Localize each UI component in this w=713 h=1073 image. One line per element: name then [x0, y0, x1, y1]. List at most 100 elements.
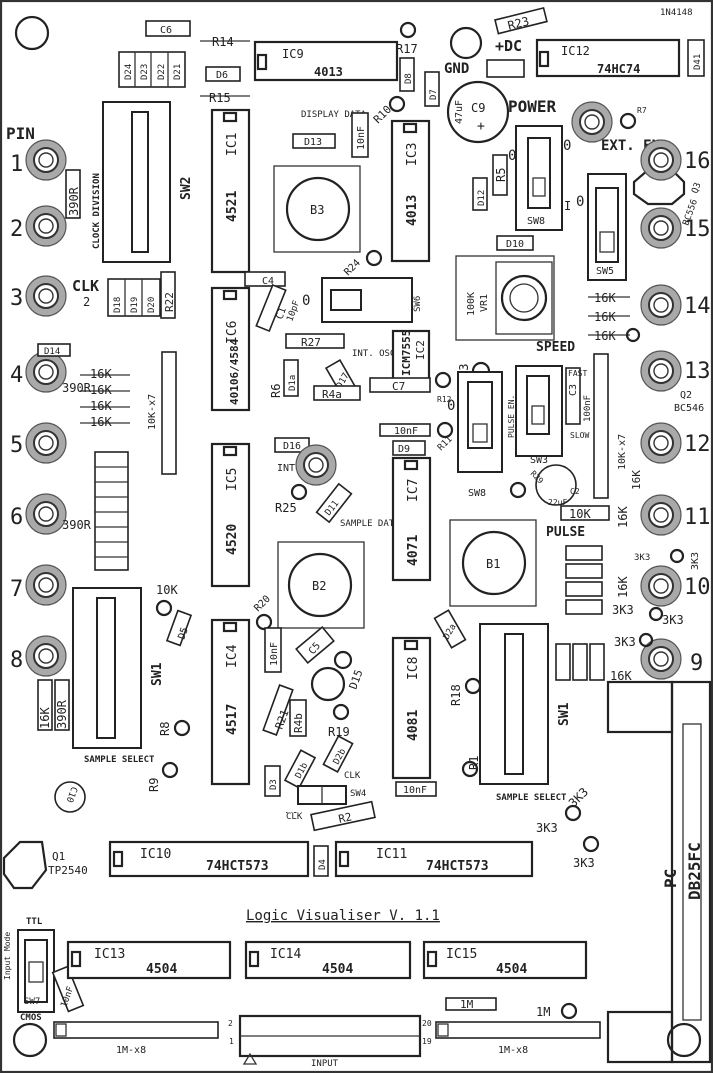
resistor-r27: R27 [285, 333, 345, 349]
diode-d12: D12 [472, 177, 488, 211]
led-13-14: 16K Q2 BC546 [630, 390, 704, 490]
svg-text:3K3: 3K3 [612, 603, 634, 617]
svg-text:13: 13 [684, 359, 711, 384]
svg-text:3K3: 3K3 [536, 821, 558, 835]
svg-text:D1a: D1a [288, 375, 298, 391]
resistor-r15: R15 [200, 91, 250, 105]
svg-text:74HCT573: 74HCT573 [206, 859, 269, 874]
svg-text:IC1: IC1 [225, 133, 240, 156]
svg-text:B1: B1 [486, 557, 500, 571]
svg-text:0: 0 [508, 148, 516, 164]
ic8: IC8 4081 [391, 636, 432, 780]
svg-text:40106/4584: 40106/4584 [228, 338, 241, 405]
diode-d15: D15 [310, 650, 366, 702]
svg-text:SAMPLE SELECT: SAMPLE SELECT [84, 755, 155, 765]
pin-header: PIN [6, 124, 35, 143]
svg-text:4504: 4504 [146, 962, 177, 977]
svg-text:0: 0 [576, 194, 584, 210]
resistor-r4b: R4b [289, 699, 307, 737]
svg-text:R2: R2 [337, 810, 353, 825]
diode-d3: D3 [264, 765, 281, 797]
resistor-r1: R1 [461, 756, 481, 778]
pulse-label: PULSE [546, 525, 585, 540]
svg-text:390R: 390R [55, 699, 69, 729]
resistor-network-10k-left: 10K-x7 [147, 351, 177, 475]
switch-sw3: SW3 PULSE EN. [507, 365, 563, 466]
switch-sw4: SW4 CLK [286, 785, 366, 822]
svg-text:3K3: 3K3 [662, 613, 684, 627]
svg-text:D21: D21 [173, 64, 183, 80]
svg-text:D22: D22 [157, 64, 167, 80]
svg-text:390R: 390R [62, 381, 92, 395]
svg-text:Q3: Q3 [690, 181, 703, 195]
svg-text:10K-x7: 10K-x7 [147, 394, 158, 430]
led-int-osc: INT. OSC. [277, 444, 337, 486]
diode-d9: D9 [392, 440, 426, 456]
svg-text:2: 2 [228, 1019, 233, 1028]
resistor-r14: R14 [200, 35, 250, 49]
capacitor-c2: C2 22uF R29 [509, 464, 580, 507]
ic15: IC15 4504 [422, 940, 588, 980]
capacitor-10nf-e: 10nF [51, 965, 85, 1013]
svg-text:10nF: 10nF [403, 785, 427, 796]
svg-text:Q1: Q1 [52, 850, 65, 863]
diode-d7: D7 [424, 71, 440, 107]
svg-text:R27: R27 [301, 336, 321, 349]
svg-text:D7: D7 [429, 89, 439, 100]
left-leds: 1 2 3 4 5 6 7 8 [10, 152, 23, 673]
clk-2-label: CLK 2 [72, 277, 99, 309]
svg-text:D8: D8 [404, 73, 414, 84]
svg-text:16K: 16K [594, 310, 616, 324]
svg-text:IC4: IC4 [225, 644, 240, 668]
left-16k-resistors: 16K 16K 16K 16K 390R 390R [62, 367, 130, 532]
svg-text:4013: 4013 [314, 65, 343, 79]
svg-text:3K3: 3K3 [573, 856, 595, 870]
svg-text:390R: 390R [67, 186, 81, 216]
resistor-network-1m-right: 1M-x8 [435, 1021, 601, 1056]
svg-text:4081: 4081 [406, 710, 421, 741]
svg-text:390R: 390R [62, 518, 92, 532]
diode-d2a: D2a [433, 609, 467, 649]
svg-text:1: 1 [10, 152, 23, 177]
svg-text:R18: R18 [449, 684, 463, 706]
led-ext: R7 [571, 101, 647, 143]
svg-text:D9: D9 [398, 444, 410, 455]
svg-text:FAST: FAST [568, 369, 587, 378]
resistor-array-9: 16K [555, 643, 632, 683]
svg-text:SW8: SW8 [468, 488, 486, 499]
svg-text:R22: R22 [163, 292, 176, 312]
transistor-q1: Q1 TP2540 [2, 840, 88, 890]
svg-text:16K: 16K [90, 399, 112, 413]
svg-text:11: 11 [684, 505, 711, 530]
svg-text:IC14: IC14 [270, 947, 301, 962]
svg-text:R1: R1 [467, 756, 481, 770]
capacitor-c6: C6 [145, 20, 191, 37]
svg-text:CLK: CLK [72, 277, 99, 295]
resistor-r25: R25 [275, 483, 308, 515]
svg-text:IC5: IC5 [225, 468, 240, 491]
svg-text:R8: R8 [158, 722, 172, 736]
svg-text:SW6: SW6 [413, 296, 423, 312]
svg-text:16K: 16K [90, 415, 112, 429]
svg-text:C2: C2 [570, 487, 580, 496]
svg-text:0: 0 [563, 138, 571, 154]
svg-text:0: 0 [302, 293, 310, 309]
svg-text:10nF: 10nF [394, 426, 418, 437]
svg-text:1M: 1M [536, 1005, 550, 1019]
capacitor-c7: C7 [369, 377, 431, 393]
power-connector: +DC GND [444, 37, 525, 78]
resistor-r2: R2 [310, 800, 376, 832]
svg-text:R23: R23 [506, 14, 530, 33]
svg-text:CLOCK DIVISION: CLOCK DIVISION [92, 173, 102, 249]
buzzer-b3: B3 [273, 165, 361, 253]
svg-text:C9: C9 [471, 101, 485, 115]
capacitor-c10: C10 [54, 781, 86, 813]
svg-text:CMOS: CMOS [20, 1013, 42, 1023]
power-label: POWER [508, 97, 557, 116]
diode-array-mid: D18 D19 D20 [107, 278, 161, 317]
svg-text:1M-x8: 1M-x8 [498, 1045, 528, 1056]
svg-text:D4: D4 [318, 859, 328, 870]
svg-text:6: 6 [10, 505, 23, 530]
board-title: Logic Visualiser V. 1.1 [246, 908, 440, 924]
svg-text:R17: R17 [396, 42, 418, 56]
